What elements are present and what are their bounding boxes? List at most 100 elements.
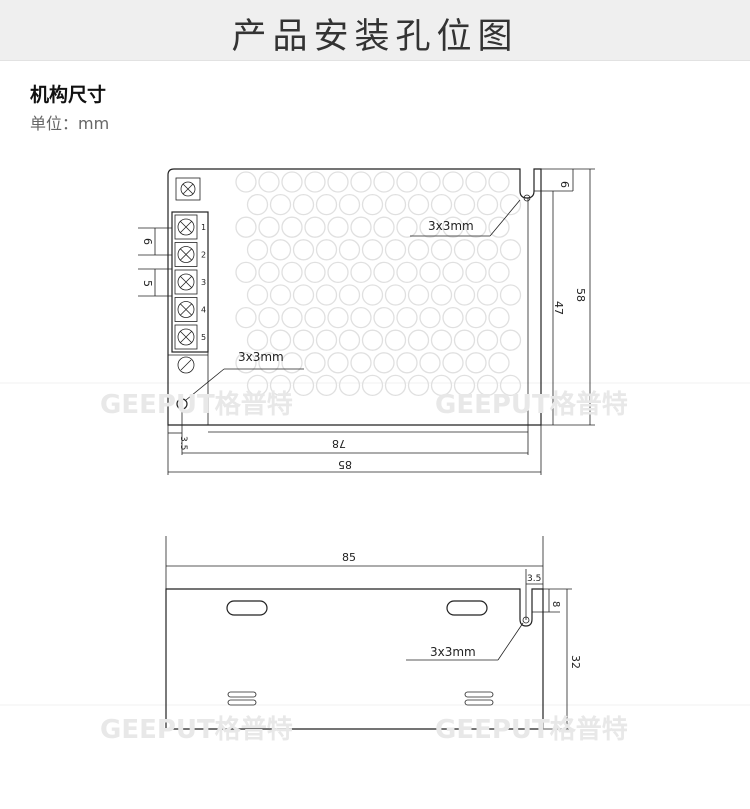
terminal-cell (174, 242, 198, 267)
vent-hole (488, 216, 510, 238)
vent-hole (281, 352, 303, 374)
hole-callout-label: 3x3mm (428, 219, 474, 233)
vent-hole (453, 284, 476, 306)
section-title: 机构尺寸 (30, 84, 107, 106)
vent-hole (292, 284, 315, 306)
vent-hole (246, 329, 269, 351)
vent-hole (281, 216, 303, 238)
vent-hole (361, 374, 384, 397)
vent-hole (361, 329, 384, 351)
vent-hole (315, 193, 338, 216)
vent-hole (235, 216, 257, 238)
vent-hole (350, 171, 372, 193)
vent-hole (304, 352, 326, 374)
vent-hole (396, 306, 418, 329)
vent-hole (442, 216, 464, 238)
unit-label: 单位：mm (30, 114, 110, 133)
vent-hole (407, 374, 430, 397)
vent-hole (419, 216, 441, 238)
dim-pitch-b: 5 (141, 280, 154, 287)
vent-hole (292, 193, 315, 216)
vent-hole (315, 374, 338, 397)
terminal-number: 1 (201, 223, 206, 232)
dim-top-offset: 6 (558, 181, 571, 188)
vent-hole (499, 329, 522, 351)
vent-hole (350, 261, 372, 284)
vent-hole (476, 329, 499, 351)
terminal-number: 3 (201, 278, 206, 287)
vent-hole (430, 239, 453, 261)
vent-hole (453, 239, 476, 261)
vent-hole (235, 171, 257, 193)
dim-side-height: 32 (569, 655, 582, 669)
vent-hole (315, 284, 338, 306)
ground-screw-icon (177, 356, 195, 374)
mount-screw-box (175, 177, 201, 201)
vent-hole (269, 284, 292, 306)
vent-hole (350, 306, 372, 329)
vent-hole (373, 306, 395, 329)
vent-hole (315, 239, 338, 261)
terminal-screws: 1 2 3 4 5 (174, 214, 206, 350)
vent-hole (430, 329, 453, 351)
vent-hole (269, 374, 292, 397)
vent-hole (235, 306, 257, 329)
vent-hole (396, 171, 418, 193)
vent-hole (465, 306, 487, 329)
hole-callout-label: 3x3mm (238, 350, 284, 364)
terminal-screw-icon (177, 328, 195, 346)
watermark-text: GEEPUT格普特 (435, 389, 628, 420)
terminal-number: 5 (201, 333, 206, 342)
hole-callout-label: 3x3mm (430, 645, 476, 659)
vent-hole (419, 171, 441, 193)
vent-hole (384, 284, 407, 306)
watermark-text: GEEPUT格普特 (100, 714, 293, 745)
vent-hole (281, 171, 303, 193)
vent-hole (430, 284, 453, 306)
vent-hole (384, 374, 407, 397)
vent-slot (464, 691, 494, 698)
dim-side-top-offset: 8 (550, 601, 561, 607)
slot-right (446, 600, 488, 616)
top-view-outline (167, 168, 542, 426)
vent-hole (246, 374, 269, 397)
vent-hole (327, 261, 349, 284)
terminal-cell (174, 324, 198, 350)
vent-hole (407, 329, 430, 351)
dim-side-width: 85 (342, 551, 356, 564)
vent-hole (373, 216, 395, 238)
vent-hole (476, 239, 499, 261)
vent-hole (292, 239, 315, 261)
vent-hole (396, 216, 418, 238)
vent-hole (258, 216, 280, 238)
vent-hole (246, 239, 269, 261)
terminal-number: 2 (201, 251, 206, 260)
vent-hole (258, 352, 280, 374)
terminal-number: 4 (201, 306, 206, 315)
vent-slot (227, 691, 257, 698)
vent-hole (258, 306, 280, 329)
terminal-screw-icon (177, 273, 195, 291)
watermark-text: GEEPUT格普特 (100, 389, 293, 420)
terminal-cell (174, 297, 198, 322)
vent-hole (499, 239, 522, 261)
dim-inner-width: 78 (332, 437, 346, 450)
dim-inner-height: 47 (552, 301, 565, 315)
vent-hole (499, 193, 522, 216)
terminal-cell (174, 269, 198, 295)
terminal-block (171, 211, 209, 353)
dim-pitch-a: 6 (141, 238, 154, 245)
dim-side-right-offset: 3.5 (527, 574, 541, 584)
vent-hole (499, 284, 522, 306)
vent-hole-grid (235, 171, 522, 397)
vent-hole (488, 261, 510, 284)
vent-hole (304, 171, 326, 193)
vent-hole (361, 284, 384, 306)
dim-left-offset: 3.5 (178, 436, 188, 450)
vent-hole (235, 261, 257, 284)
vent-hole (350, 352, 372, 374)
vent-hole (315, 329, 338, 351)
vent-hole (338, 329, 361, 351)
vent-hole (338, 193, 361, 216)
